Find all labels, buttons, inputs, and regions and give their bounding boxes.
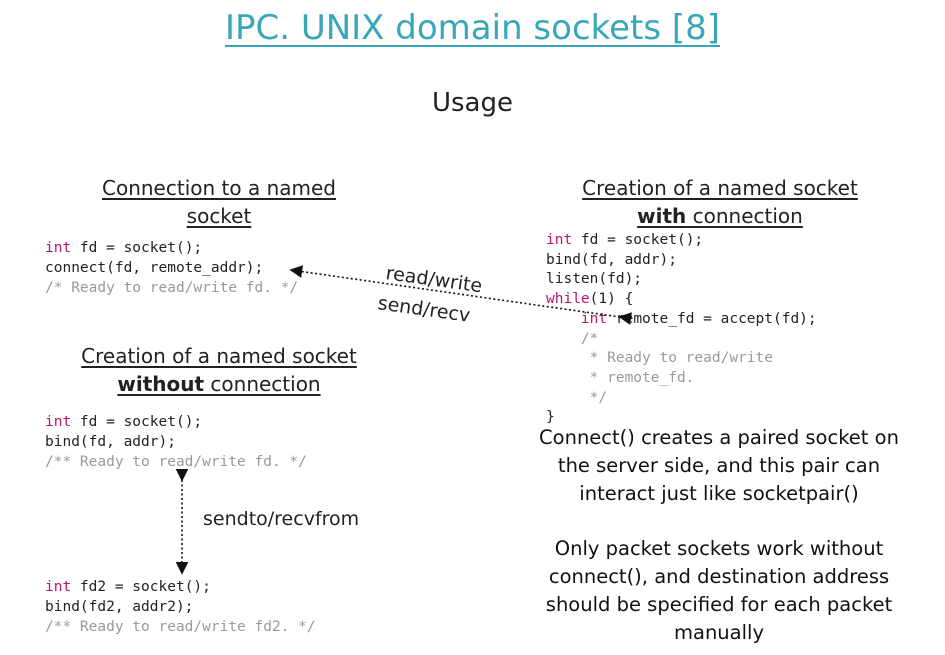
code-block-client: int fd = socket(); connect(fd, remote_ad… — [45, 238, 298, 298]
arrow-read-write — [289, 265, 632, 325]
code-line: } — [546, 409, 555, 426]
code-line: fd = socket(); — [71, 414, 203, 430]
heading-connection-line1: Connection to a named — [102, 176, 336, 200]
code-line: connect(fd, remote_addr); — [45, 260, 264, 276]
heading-with-connection-line1: Creation of a named socket — [582, 176, 858, 200]
heading-connection: Connection to a named socket — [60, 174, 378, 230]
code-line: fd = socket(); — [572, 232, 704, 248]
page-title: IPC. UNIX domain sockets [8] — [224, 8, 721, 48]
page-subtitle: Usage — [431, 88, 513, 118]
code-keyword: int — [45, 240, 72, 256]
code-comment: /** Ready to read/write fd. */ — [45, 454, 307, 470]
heading-without-connection-line1: Creation of a named socket — [81, 344, 357, 368]
code-keyword: int — [45, 414, 72, 430]
code-keyword: int — [45, 579, 72, 595]
code-block-dgram-2: int fd2 = socket(); bind(fd2, addr2); /*… — [45, 577, 316, 637]
heading-with-bold: with — [637, 204, 687, 228]
note-packet-sockets: Only packet sockets work without connect… — [545, 537, 893, 644]
code-line: bind(fd, addr); — [45, 434, 176, 450]
code-line: bind(fd2, addr2); — [45, 599, 194, 615]
heading-without-connection-line2: connection — [204, 372, 321, 396]
code-comment: */ — [546, 389, 608, 406]
label-sendto-recvfrom: sendto/recvfrom — [203, 508, 360, 530]
heading-without-connection: Creation of a named socket without conne… — [60, 342, 378, 398]
code-line: fd2 = socket(); — [71, 579, 211, 595]
code-comment: /* — [546, 330, 599, 347]
code-comment: /** Ready to read/write fd2. */ — [45, 619, 316, 635]
heading-with-connection: Creation of a named socket with connecti… — [560, 174, 880, 230]
code-line: remote_fd = accept(fd); — [607, 310, 817, 327]
code-comment: * remote_fd. — [546, 369, 695, 386]
code-line: fd = socket(); — [71, 240, 203, 256]
code-block-dgram-1: int fd = socket(); bind(fd, addr); /** R… — [45, 412, 307, 472]
heading-connection-line2: socket — [186, 204, 252, 228]
heading-with-connection-line2: connection — [686, 204, 803, 228]
note-connect: Connect() creates a paired socket on the… — [539, 426, 899, 505]
code-keyword: int — [546, 232, 573, 248]
code-line: bind(fd, addr); — [546, 251, 677, 268]
heading-without-bold: without — [117, 372, 205, 396]
code-comment: * Ready to read/write — [546, 350, 773, 367]
